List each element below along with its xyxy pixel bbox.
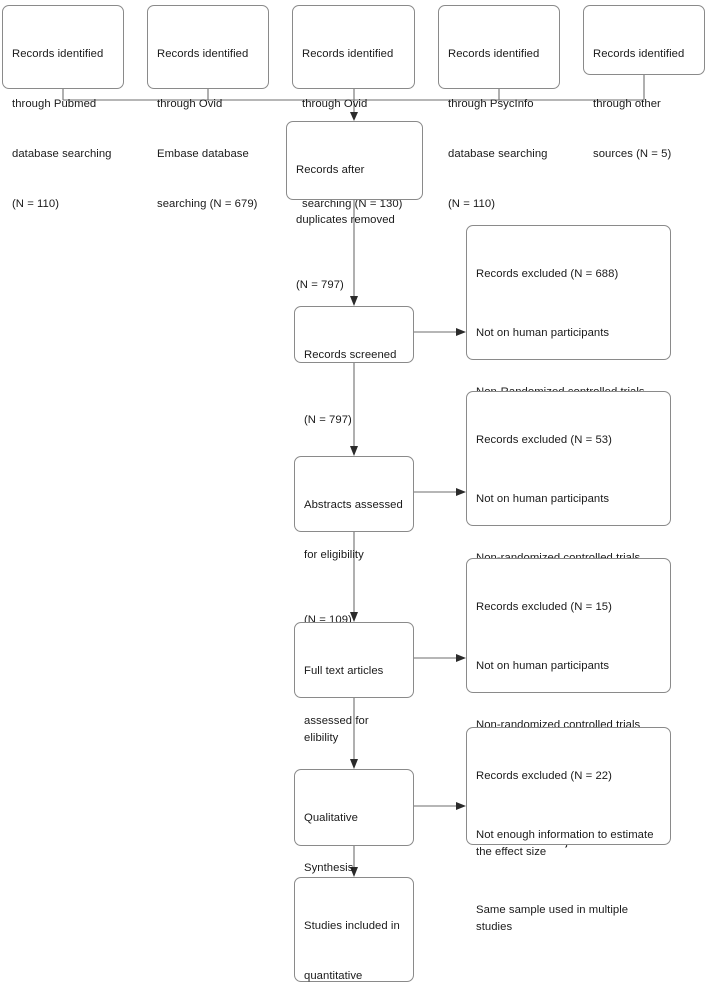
stage-duplicates-line2: duplicates removed: [296, 213, 395, 226]
stage-qualitative-line1: Qualitative: [304, 812, 358, 825]
exclusion-screening-heading: Records excluded (N = 688): [476, 268, 619, 281]
source-medline-line2: through Ovid: [302, 97, 368, 110]
stage-box-abstracts-assessed: Abstracts assessed for eligibility (N = …: [294, 456, 414, 626]
stage-fulltext-line2: assessed for elibility: [304, 714, 372, 744]
stage-abstracts-line1: Abstracts assessed: [304, 499, 403, 512]
stage-quantitative-line1: Studies included in: [304, 920, 400, 933]
source-box-other: Records identified through other sources…: [583, 5, 705, 160]
source-embase-line4: searching (N = 679): [157, 197, 258, 210]
exclusion-qualitative-heading: Records excluded (N = 22): [476, 770, 612, 783]
source-medline-line1: Records identified: [302, 48, 394, 61]
stage-box-fulltext-assessed: Full text articles assessed for elibilit…: [294, 622, 414, 808]
source-psycinfo-line2: through PsycInfo: [448, 97, 534, 110]
exclusion-box-screening: Records excluded (N = 688) Not on human …: [466, 225, 671, 515]
source-psycinfo-line4: (N = 110): [448, 197, 496, 210]
source-psycinfo-line1: Records identified: [448, 48, 540, 61]
exclusion-fulltext-heading: Records excluded (N = 15): [476, 601, 612, 614]
source-embase-line2: through Ovid: [157, 97, 223, 110]
source-box-ovid-embase: Records identified through Ovid Embase d…: [147, 5, 269, 210]
arrowhead-to-exclusion-fulltext: [456, 654, 466, 662]
source-pubmed-line2: through Pubmed: [12, 97, 97, 110]
exclusion-box-qualitative: Records excluded (N = 22) Not enough inf…: [466, 727, 671, 933]
stage-box-duplicates-removed: Records after duplicates removed (N = 79…: [286, 121, 423, 291]
source-other-line1: Records identified: [593, 48, 685, 61]
source-box-psycinfo: Records identified through PsycInfo data…: [438, 5, 560, 210]
source-pubmed-line3: database searching: [12, 147, 112, 160]
source-embase-line1: Records identified: [157, 48, 249, 61]
source-embase-line3: Embase database: [157, 147, 249, 160]
arrowhead-to-exclusion-qualitative: [456, 802, 466, 810]
exclusion-abstracts-reason-1: Not on human participants: [476, 492, 610, 505]
stage-duplicates-line1: Records after: [296, 164, 365, 177]
exclusion-box-abstracts: Records excluded (N = 53) Not on human p…: [466, 391, 671, 681]
stage-qualitative-line2: Synthesis: [304, 861, 354, 874]
stage-fulltext-line1: Full text articles: [304, 665, 384, 678]
source-psycinfo-line3: database searching: [448, 147, 548, 160]
exclusion-box-fulltext: Records excluded (N = 15) Not on human p…: [466, 558, 671, 848]
arrowhead-to-exclusion-screening: [456, 328, 466, 336]
arrowhead-to-exclusion-abstracts: [456, 488, 466, 496]
source-medline-line4: searching (N = 130): [302, 197, 403, 210]
exclusion-abstracts-heading: Records excluded (N = 53): [476, 434, 612, 447]
source-other-line2: through other: [593, 97, 661, 110]
stage-screened-line1: Records screened: [304, 349, 397, 362]
source-box-ovid-medline: Records identified through Ovid Medline …: [292, 5, 415, 210]
exclusion-screening-reason-1: Not on human participants: [476, 326, 610, 339]
source-box-pubmed: Records identified through Pubmed databa…: [2, 5, 124, 210]
source-other-line3: sources (N = 5): [593, 147, 672, 160]
stage-quantitative-line2: quantitative: [304, 969, 363, 982]
exclusion-qualitative-reason-2: Same sample used in multiple studies: [476, 904, 629, 933]
source-pubmed-line4: (N = 110): [12, 197, 60, 210]
exclusion-fulltext-reason-1: Not on human participants: [476, 659, 610, 672]
stage-box-quantitative-synthesis: Studies included in quantitative synthes…: [294, 877, 414, 982]
stage-duplicates-count: (N = 797): [296, 278, 344, 291]
source-pubmed-line1: Records identified: [12, 48, 104, 61]
stage-screened-count: (N = 797): [304, 413, 352, 426]
stage-box-qualitative-synthesis: Qualitative Synthesis (N = 41): [294, 769, 414, 939]
stage-box-records-screened: Records screened (N = 797): [294, 306, 414, 426]
stage-abstracts-line2: for eligibility: [304, 548, 364, 561]
exclusion-qualitative-reason-1: Not enough information to estimate the e…: [476, 828, 654, 858]
